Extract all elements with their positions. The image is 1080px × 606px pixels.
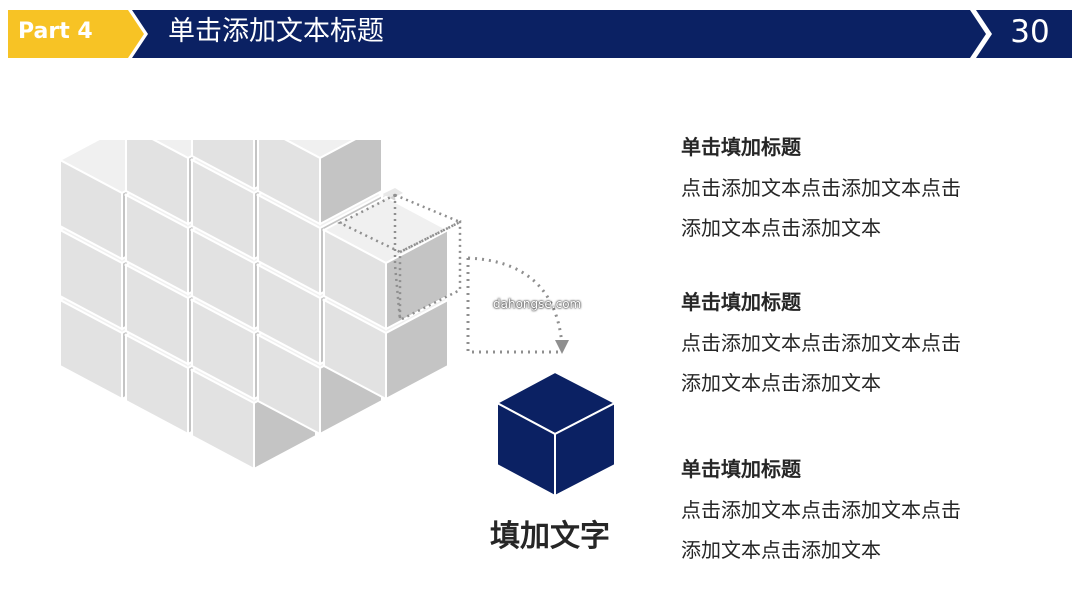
header-shapes xyxy=(8,10,1072,58)
watermark: dahongse.com xyxy=(493,297,582,311)
item-body[interactable]: 点击添加文本点击添加文本点击 添加文本点击添加文本 xyxy=(681,168,1041,248)
part-tab xyxy=(8,10,144,58)
navy-cube xyxy=(494,370,618,498)
title-bar xyxy=(132,10,986,58)
text-block-3: 单击填加标题 点击添加文本点击添加文本点击 添加文本点击添加文本 xyxy=(681,454,1041,570)
arrow-head xyxy=(555,340,569,354)
cube-illustration xyxy=(57,140,618,498)
item-body-line: 点击添加文本点击添加文本点击 xyxy=(681,176,961,200)
part-label: Part 4 xyxy=(18,19,93,44)
cube-grid xyxy=(57,140,451,471)
item-body-line: 添加文本点击添加文本 xyxy=(681,538,881,562)
item-title[interactable]: 单击填加标题 xyxy=(681,135,801,159)
dotted-arrow-path xyxy=(466,256,564,354)
item-body-line: 添加文本点击添加文本 xyxy=(681,216,881,240)
item-body-line: 点击添加文本点击添加文本点击 xyxy=(681,498,961,522)
slide-title[interactable]: 单击添加文本标题 xyxy=(168,16,384,47)
item-title[interactable]: 单击填加标题 xyxy=(681,457,801,481)
illustration-label[interactable]: 填加文字 xyxy=(490,519,610,554)
item-body[interactable]: 点击添加文本点击添加文本点击 添加文本点击添加文本 xyxy=(681,323,1041,403)
item-body-line: 点击添加文本点击添加文本点击 xyxy=(681,331,961,355)
item-body-line: 添加文本点击添加文本 xyxy=(681,371,881,395)
page-number: 30 xyxy=(1010,14,1050,50)
header-banner: Part 4 单击添加文本标题 30 xyxy=(0,0,1080,62)
text-block-1: 单击填加标题 点击添加文本点击添加文本点击 添加文本点击添加文本 xyxy=(681,132,1041,248)
gray-cube xyxy=(321,195,451,331)
text-block-2: 单击填加标题 点击添加文本点击添加文本点击 添加文本点击添加文本 xyxy=(681,287,1041,403)
gray-cube xyxy=(257,140,383,226)
page-number-tab xyxy=(976,10,1072,58)
item-body[interactable]: 点击添加文本点击添加文本点击 添加文本点击添加文本 xyxy=(681,490,1041,570)
item-title[interactable]: 单击填加标题 xyxy=(681,290,801,314)
